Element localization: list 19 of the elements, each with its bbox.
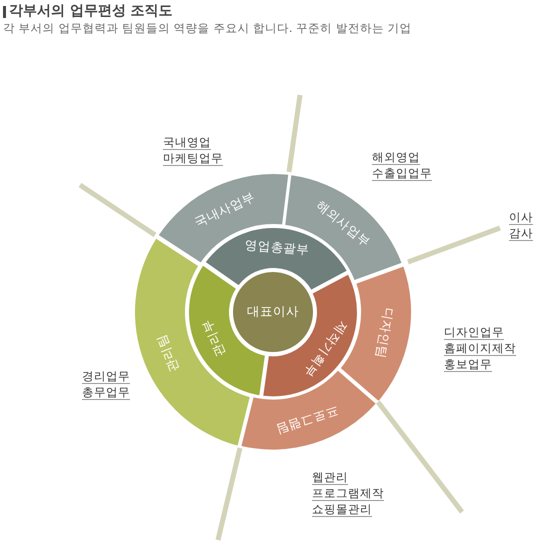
role-note: 이사 [509, 210, 533, 225]
duty-note: 쇼핑몰관리 [312, 502, 372, 517]
ceo-label: 대표이사 [247, 304, 299, 320]
duty-note: 홍보업무 [444, 357, 492, 372]
role-note: 감사 [509, 226, 533, 241]
duty-note: 경리업무 [82, 369, 130, 384]
duty-note: 수출입업무 [372, 166, 432, 181]
duty-note: 웹관리 [312, 470, 348, 485]
duty-note: 국내영업 [163, 135, 211, 150]
duty-note: 해외영업 [372, 150, 420, 165]
duty-note: 총무업무 [82, 385, 130, 400]
duty-note: 프로그램제작 [312, 486, 384, 501]
title: 각부서의 업무편성 조직도 [9, 2, 173, 20]
team-label: 디자인팀 [372, 306, 397, 360]
department-label: 영업총괄부 [244, 237, 310, 259]
duty-note: 홈페이지제작 [444, 341, 516, 356]
subtitle: 각 부서의 업무협력과 팀원들의 역량을 주요시 합니다. 꾸준히 발전하는 기업 [3, 21, 412, 36]
duty-note: 마케팅업무 [163, 151, 223, 166]
duty-note: 디자인업무 [444, 325, 504, 340]
